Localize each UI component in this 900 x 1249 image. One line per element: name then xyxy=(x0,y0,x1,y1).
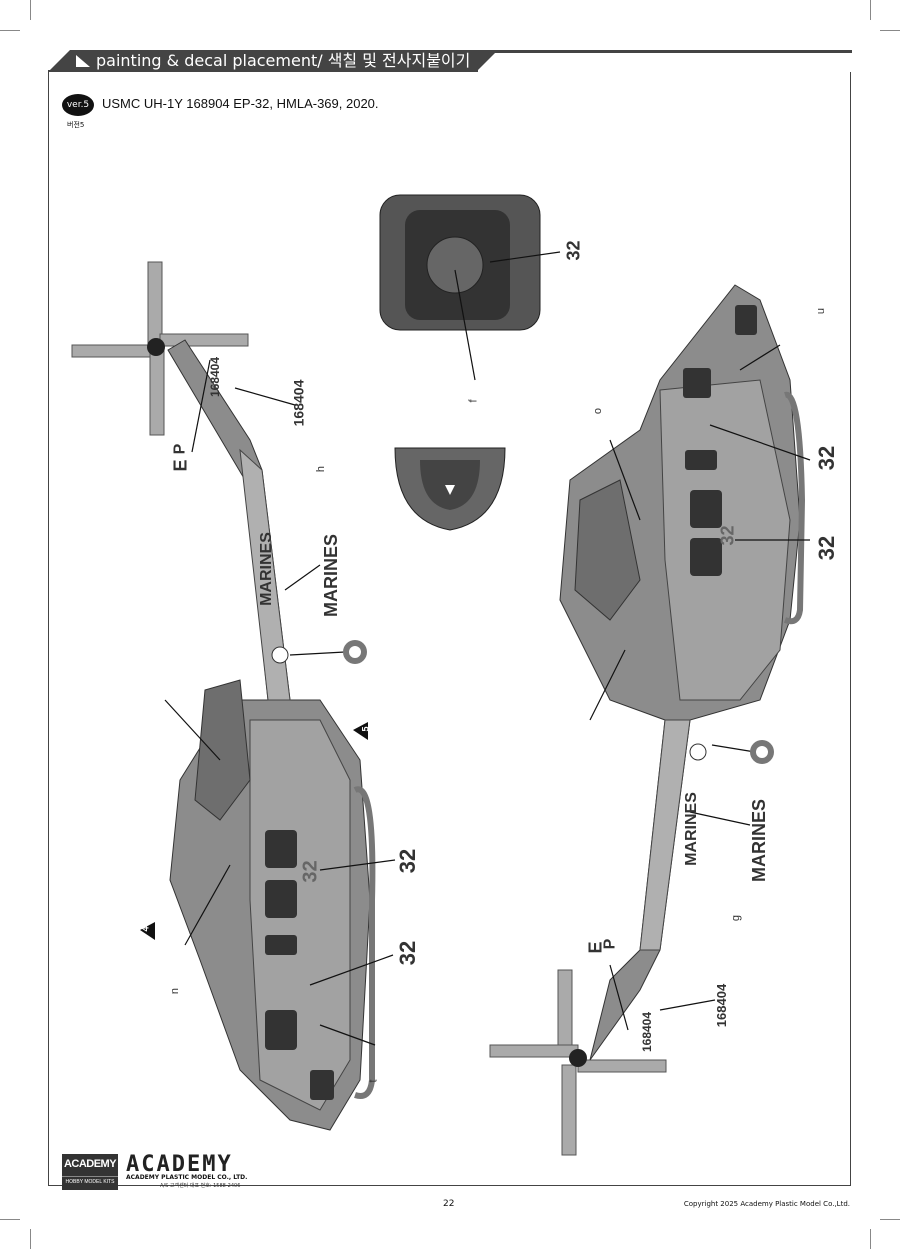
marines-callout: MARINES xyxy=(749,798,770,883)
step-marker-5 xyxy=(353,722,368,740)
decal-n: n xyxy=(169,987,182,995)
page-frame xyxy=(48,72,851,1186)
crop-mark xyxy=(0,1219,20,1220)
crop-mark xyxy=(870,1229,871,1249)
right-side-helicopter xyxy=(489,284,806,1156)
version-badge: ver.5 xyxy=(62,94,94,116)
company-name: ACADEMY PLASTIC MODEL CO., LTD. xyxy=(126,1174,248,1181)
marines-callout: MARINES xyxy=(321,533,342,618)
leader-lines xyxy=(164,251,811,1046)
academy-brand-logo: ACADEMY xyxy=(126,1152,233,1177)
section-header-bar xyxy=(48,50,498,72)
crop-mark xyxy=(30,0,31,20)
crop-mark xyxy=(0,30,20,31)
academy-hobby-logo: ACADEMY HOBBY MODEL KITS xyxy=(62,1154,118,1190)
decal-o: o xyxy=(592,407,605,415)
page-number: 22 xyxy=(443,1199,455,1209)
service-phone: A/S 고객센터 대표 번호: 1588-2406 xyxy=(160,1183,241,1189)
frame-top xyxy=(48,70,478,72)
section-title: painting & decal placement/ 색칠 및 전사지붙이기 xyxy=(96,51,471,70)
crop-mark xyxy=(880,30,900,31)
logo-subtext: HOBBY MODEL KITS xyxy=(62,1176,118,1185)
serial-on-tail: 168404 xyxy=(208,356,223,398)
decal-e: E xyxy=(170,459,191,472)
version-sub-label: 버전5 xyxy=(67,121,85,129)
serial-callout: 168404 xyxy=(714,983,730,1028)
number-32-callout: 32 xyxy=(395,940,421,966)
number-32-on-body: 32 xyxy=(717,525,738,546)
number-32-on-body: 32 xyxy=(299,860,322,883)
crop-mark xyxy=(30,1229,31,1249)
logo-text: ACADEMY xyxy=(63,1158,117,1170)
decal-f: f xyxy=(467,399,480,403)
left-side-helicopter xyxy=(71,261,376,1131)
star-insignia-decal xyxy=(343,640,774,764)
scheme-title: USMC UH-1Y 168904 EP-32, HMLA-369, 2020. xyxy=(102,96,379,111)
marines-on-tail: MARINES xyxy=(257,532,275,606)
decal-g: g xyxy=(730,914,743,922)
number-32-callout: 32 xyxy=(814,445,840,471)
step-4-label: 4 xyxy=(140,926,151,932)
header-rule xyxy=(480,50,852,53)
decal-t: t xyxy=(367,1079,380,1083)
copyright: Copyright 2025 Academy Plastic Model Co.… xyxy=(683,1200,850,1208)
crop-mark xyxy=(880,1219,900,1220)
crop-mark xyxy=(870,0,871,20)
marines-on-tail: MARINES xyxy=(682,792,700,866)
decal-e: E xyxy=(585,941,606,954)
step-5-label: 5 xyxy=(360,726,371,732)
serial-callout: 168404 xyxy=(290,379,307,427)
number-32-callout: 32 xyxy=(395,848,421,874)
decal-u: u xyxy=(815,307,828,315)
front-view-helicopter xyxy=(379,194,541,531)
number-32-callout-front: 32 xyxy=(563,240,584,261)
triangle-icon xyxy=(76,55,90,67)
serial-on-tail: 168404 xyxy=(640,1011,655,1053)
step-marker-4 xyxy=(140,922,155,940)
number-32-callout: 32 xyxy=(814,535,840,561)
decal-p: P xyxy=(171,443,189,455)
decal-h: h xyxy=(315,465,328,473)
